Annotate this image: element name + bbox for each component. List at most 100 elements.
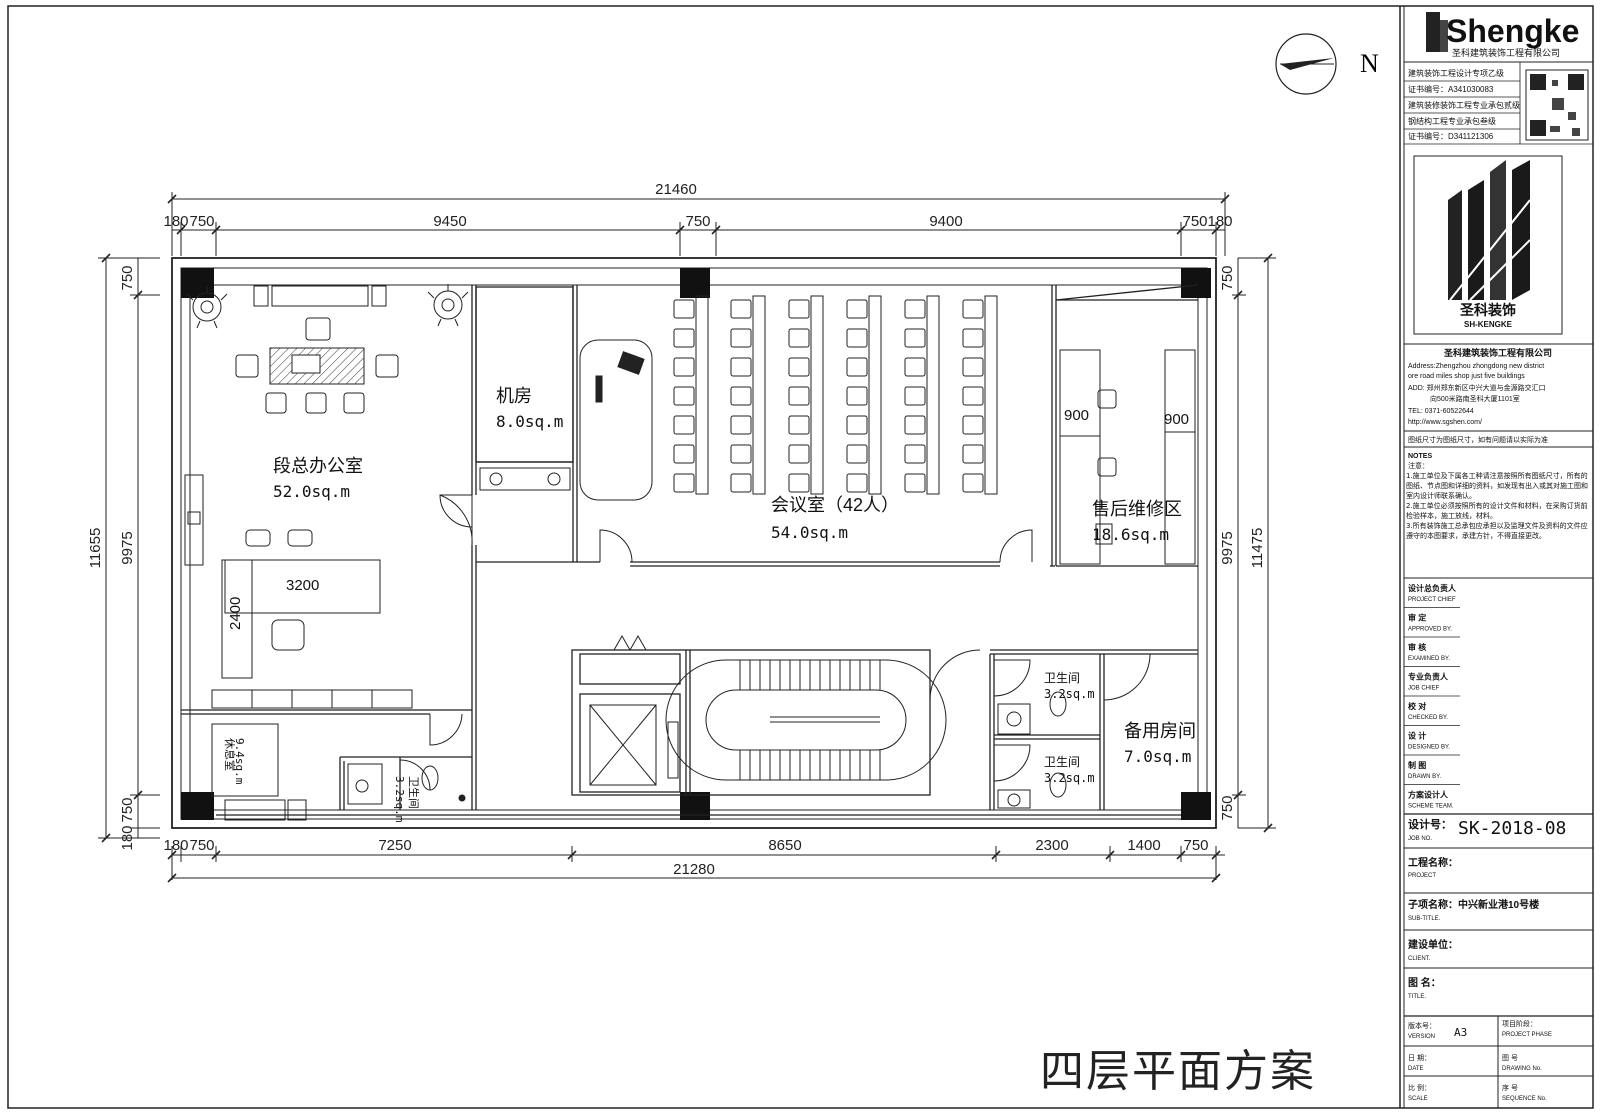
note-item: 1.施工单位及下属各工种请注意按照所有图纸尺寸，所有的图纸、节点图和详细的资料，…: [1406, 472, 1588, 500]
date-en: DATE: [1408, 1066, 1424, 1072]
meeting-seat: [673, 444, 695, 464]
meeting-seat: [904, 299, 926, 319]
sign-row-label: 校 对: [1408, 701, 1426, 711]
dim-top-0: 180: [163, 213, 188, 230]
meeting-seat: [962, 328, 984, 348]
meeting-seat: [962, 386, 984, 406]
meeting-desk: [695, 295, 709, 495]
sign-row-en: EXAMINED BY.: [1408, 656, 1450, 662]
certificate-rows: 建筑装饰工程设计专项乙级 证书编号：A341030083 建筑装修装饰工程专业承…: [1408, 68, 1520, 141]
dim-top-2: 9450: [433, 213, 466, 230]
qr-code-icon: [1525, 69, 1589, 141]
project-label: 工程名称：: [1408, 856, 1458, 869]
meeting-seat: [788, 357, 810, 377]
desk-depth: 2400: [227, 597, 244, 630]
title-en: TITLE.: [1408, 994, 1426, 1000]
address-line: TEL: 0371-60522644: [1408, 408, 1474, 415]
cert-row: 建筑装修装饰工程专业承包贰级: [1408, 100, 1520, 110]
meeting-seat: [730, 357, 752, 377]
meeting-seat: [788, 386, 810, 406]
meeting-room-name: 会议室（42人）: [771, 495, 899, 515]
title-label: 图 名：: [1408, 976, 1441, 989]
dim-right-inner: 9975: [1219, 531, 1236, 564]
machine-room-equipment: [479, 339, 653, 501]
dim-top-6: 180: [1207, 213, 1232, 230]
version-en: VERSION: [1408, 1034, 1435, 1040]
meeting-seat: [673, 473, 695, 493]
door-swings: [399, 494, 1151, 791]
sign-row-en: CHECKED BY.: [1408, 715, 1448, 721]
drawing-no-en: DRAWING No.: [1502, 1066, 1542, 1072]
room-labels: 段总办公室 52.0sq.m 机房 8.0sq.m 会议室（42人） 54.0s…: [223, 386, 1196, 823]
company-logo: Shengke 圣科建筑装饰工程有限公司: [1426, 12, 1579, 58]
meeting-desk: [868, 295, 882, 495]
dim-bot-3: 8650: [768, 837, 801, 854]
plant-icon: [186, 284, 469, 329]
dim-bot-2: 7250: [378, 837, 411, 854]
meeting-seat: [730, 299, 752, 319]
cert-row: 钢结构工程专业承包叁级: [1408, 116, 1496, 126]
design-no: SK-2018-08: [1458, 818, 1566, 839]
meeting-seat: [846, 386, 868, 406]
meeting-seat: [788, 299, 810, 319]
north-label: N: [1360, 49, 1379, 78]
scale-label: 比 例：: [1408, 1083, 1431, 1092]
sign-row-label: 专业负责人: [1408, 672, 1449, 682]
cert-row: 证书编号：A341030083: [1408, 84, 1494, 94]
dim-bot-6: 750: [1183, 837, 1208, 854]
drawing-note: 图纸尺寸为图纸尺寸，如有问题请以实际为准: [1408, 435, 1548, 444]
sign-row-label: 设 计: [1408, 731, 1426, 741]
client-label: 建设单位：: [1407, 938, 1458, 951]
dim-right-top: 750: [1219, 265, 1236, 290]
phase-en: PROJECT PHASE: [1502, 1032, 1552, 1038]
meeting-seat: [846, 299, 868, 319]
dim-left-bottom: 750: [119, 797, 136, 822]
meeting-seat: [846, 415, 868, 435]
dim-right-overall: 11475: [1249, 528, 1266, 569]
sign-row-label: 制 图: [1408, 760, 1426, 770]
design-no-label: 设计号：: [1408, 817, 1452, 831]
toilet-fixtures: [997, 691, 1067, 809]
spare-room-area: 7.0sq.m: [1124, 747, 1191, 766]
meeting-seat: [730, 444, 752, 464]
meeting-seat: [730, 415, 752, 435]
dim-left-bottom2: 180: [119, 825, 136, 850]
structural-columns: [181, 268, 1211, 820]
furniture-dims: 3200 2400 900 900: [227, 407, 1189, 630]
meeting-seat: [962, 357, 984, 377]
logo-cn: 圣科装饰: [1459, 302, 1516, 318]
meeting-room-area: 54.0sq.m: [771, 523, 848, 542]
meeting-seat: [673, 299, 695, 319]
spare-room-name: 备用房间: [1124, 721, 1196, 741]
repair-area-name: 售后维修区: [1092, 499, 1182, 519]
office-furniture: [184, 285, 466, 821]
dim-top-1: 750: [189, 213, 214, 230]
meeting-seat: [673, 386, 695, 406]
dim-bot-overall: 21280: [673, 861, 715, 878]
dim-left-inner: 9975: [119, 531, 136, 564]
dim-bot-0: 180: [163, 837, 188, 854]
meeting-seat: [788, 473, 810, 493]
brand-mark-icon: 圣科装饰 SH-KENGKE: [1413, 155, 1563, 335]
sequence-label: 序 号: [1502, 1083, 1518, 1092]
scale-en: SCALE: [1408, 1096, 1428, 1102]
interior-walls: [181, 284, 1199, 816]
rest-room-name: 休息室: [223, 738, 237, 771]
dim-bot-4: 2300: [1035, 837, 1068, 854]
note-item: 3.所有装饰施工总承包应承担以及监理文件及资料的文件应遵守的本图要求，承建方针，…: [1406, 522, 1588, 540]
dim-right-bottom: 750: [1219, 795, 1236, 820]
meeting-seat: [788, 415, 810, 435]
repair-right-dim: 900: [1164, 411, 1189, 428]
meeting-desk: [752, 295, 766, 495]
address-line: Address:Zhengzhou zhongdong new district: [1408, 363, 1544, 370]
sequence-en: SEQUENCE No.: [1502, 1096, 1547, 1102]
meeting-seat: [904, 357, 926, 377]
note-item: 2.施工单位必须按照所有的设计文件和材料，在采购订货前检验样本，施工放线，材料。: [1406, 502, 1588, 520]
machine-room-name: 机房: [496, 386, 532, 406]
sign-row-en: SCHEME TEAM.: [1408, 804, 1454, 810]
repair-furniture: [1059, 349, 1196, 565]
sign-row-label: 设计总负责人: [1408, 583, 1457, 593]
dim-top-4: 9400: [929, 213, 962, 230]
meeting-seat: [730, 386, 752, 406]
